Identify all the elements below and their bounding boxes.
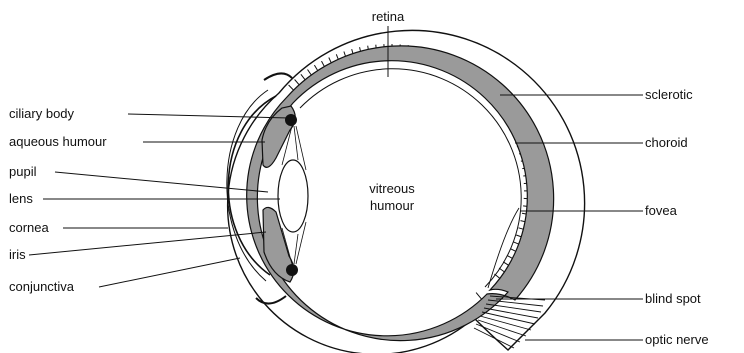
conjunctiva-shape bbox=[264, 73, 292, 80]
label-aqueous-humour: aqueous humour bbox=[9, 134, 107, 149]
label-pupil: pupil bbox=[9, 164, 37, 179]
ciliary-body-lower bbox=[286, 264, 298, 276]
label-blind-spot: blind spot bbox=[645, 291, 701, 306]
ciliary-body-upper bbox=[285, 114, 297, 126]
label-humour: humour bbox=[370, 198, 415, 213]
label-optic-nerve: optic nerve bbox=[645, 332, 709, 347]
label-ciliary-body: ciliary body bbox=[9, 106, 75, 121]
label-fovea: fovea bbox=[645, 203, 678, 218]
label-conjunctiva: conjunctiva bbox=[9, 279, 75, 294]
label-cornea: cornea bbox=[9, 220, 50, 235]
label-lens: lens bbox=[9, 191, 33, 206]
label-retina: retina bbox=[372, 9, 405, 24]
label-sclerotic: sclerotic bbox=[645, 87, 693, 102]
label-vitreous: vitreous bbox=[369, 181, 415, 196]
lens-shape bbox=[278, 160, 308, 232]
label-choroid: choroid bbox=[645, 135, 688, 150]
label-iris: iris bbox=[9, 247, 26, 262]
